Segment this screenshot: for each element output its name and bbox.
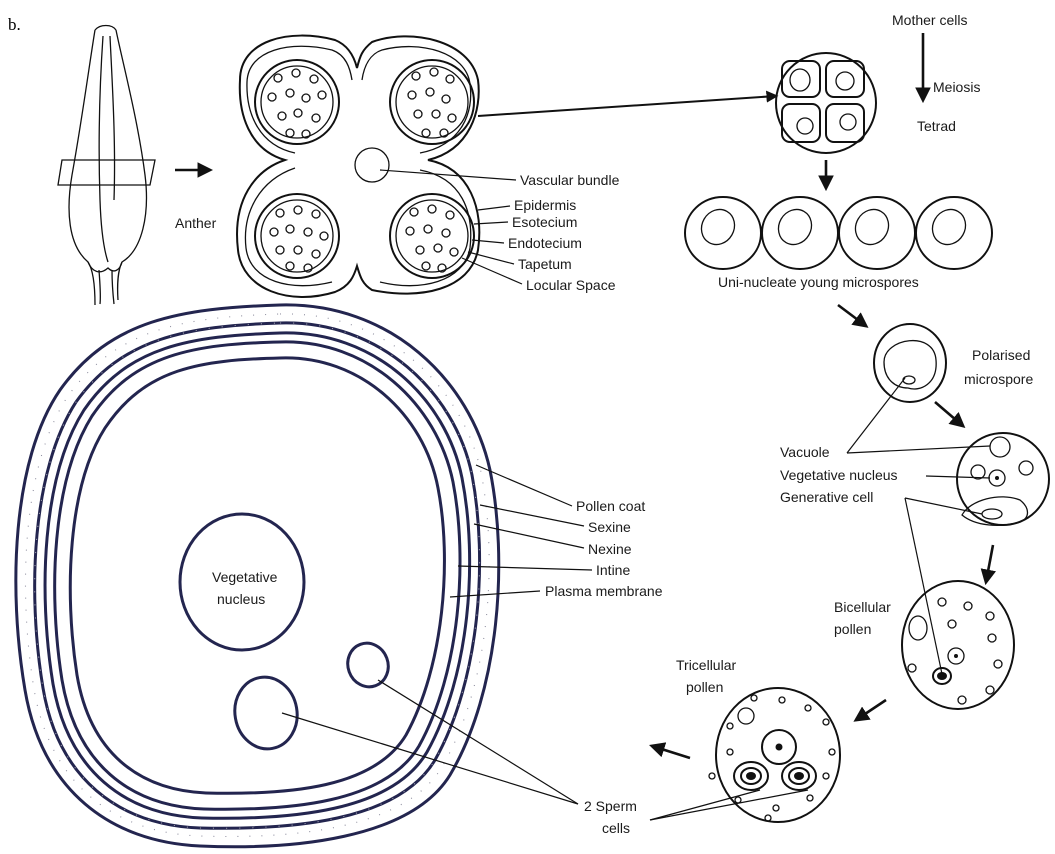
label-vegetative: Vegetative: [212, 569, 278, 585]
label-generative-cell: Generative cell: [780, 489, 873, 505]
tetrad: [776, 53, 876, 153]
polarised-microspore: [874, 324, 946, 402]
label-locular-space: Locular Space: [526, 277, 616, 293]
label-esotecium: Esotecium: [512, 214, 577, 230]
label-bicellular: Bicellular: [834, 599, 891, 615]
label-tricellular-pollen: pollen: [686, 679, 723, 695]
arrow-to-bicellular: [986, 545, 993, 582]
label-microspore: microspore: [964, 371, 1033, 387]
tricellular-pollen: [709, 688, 840, 822]
label-sexine: Sexine: [588, 519, 631, 535]
arrow-to-tetrad: [478, 96, 776, 116]
sperm-cell-1: [229, 672, 303, 754]
label-uninucleate-microspores: Uni-nucleate young microspores: [718, 274, 919, 290]
label-tapetum: Tapetum: [518, 256, 572, 272]
arrow-to-polarised: [838, 305, 866, 326]
sperm-cell-2: [342, 637, 395, 692]
label-sperm-cells: cells: [602, 820, 630, 836]
label-intine: Intine: [596, 562, 630, 578]
vascular-bundle: [355, 148, 389, 182]
label-anther: Anther: [175, 215, 217, 231]
uninucleate-microspores: [685, 197, 992, 269]
label-vascular-bundle: Vascular bundle: [520, 172, 620, 188]
label-plasma-membrane: Plasma membrane: [545, 583, 663, 599]
label-2-sperm: 2 Sperm: [584, 798, 637, 814]
label-pollen-coat: Pollen coat: [576, 498, 645, 514]
label-mother-cells: Mother cells: [892, 12, 967, 28]
label-tetrad: Tetrad: [917, 118, 956, 134]
arrow-to-vacuolate: [935, 402, 963, 426]
label-polarised: Polarised: [972, 347, 1030, 363]
label-vegetative-nucleus: Vegetative nucleus: [780, 467, 898, 483]
label-tricellular: Tricellular: [676, 657, 736, 673]
label-bicellular-pollen: pollen: [834, 621, 871, 637]
arrow-to-tricellular: [856, 700, 886, 720]
label-nexine: Nexine: [588, 541, 632, 557]
label-vacuole: Vacuole: [780, 444, 830, 460]
label-endotecium: Endotecium: [508, 235, 582, 251]
label-meiosis: Meiosis: [933, 79, 980, 95]
stamen-drawing: [58, 26, 155, 306]
panel-label: b.: [8, 15, 21, 34]
label-vegetative-nucleus-big: nucleus: [217, 591, 265, 607]
arrow-to-mature-pollen: [652, 746, 690, 758]
bicellular-pollen: [902, 581, 1014, 709]
anther-cross-section: [237, 36, 479, 297]
label-epidermis: Epidermis: [514, 197, 576, 213]
